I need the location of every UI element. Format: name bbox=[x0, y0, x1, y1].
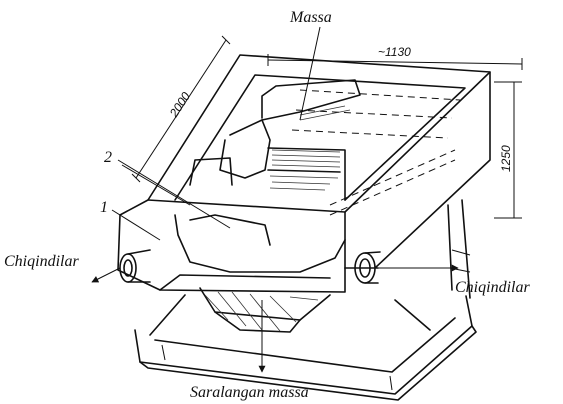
cutaway-interior bbox=[174, 79, 361, 333]
label-part-1: 1 bbox=[100, 199, 108, 216]
dim-width bbox=[267, 54, 523, 70]
dim-length-value: 2000 bbox=[166, 89, 193, 120]
base-frame bbox=[134, 199, 477, 401]
part2-leader bbox=[117, 159, 231, 229]
part2-leader-b bbox=[121, 164, 191, 206]
label-part-2: 2 bbox=[104, 149, 112, 166]
dim-height-value: 1250 bbox=[499, 145, 513, 172]
dim-width-value: ~1130 bbox=[378, 45, 411, 59]
outlet-left bbox=[119, 249, 151, 283]
tank-body bbox=[117, 54, 491, 293]
label-chiqindilar-right: Chiqindilar bbox=[455, 279, 530, 296]
waste-arrow-left bbox=[91, 267, 121, 283]
mass-leader bbox=[299, 26, 321, 121]
part1-leader bbox=[111, 209, 161, 241]
label-saralangan: Saralangan massa bbox=[190, 384, 309, 401]
label-massa: Massa bbox=[289, 9, 332, 26]
dim-length bbox=[131, 35, 231, 183]
label-chiqindilar-left: Chiqindilar bbox=[4, 253, 79, 270]
dim-height bbox=[494, 81, 522, 219]
